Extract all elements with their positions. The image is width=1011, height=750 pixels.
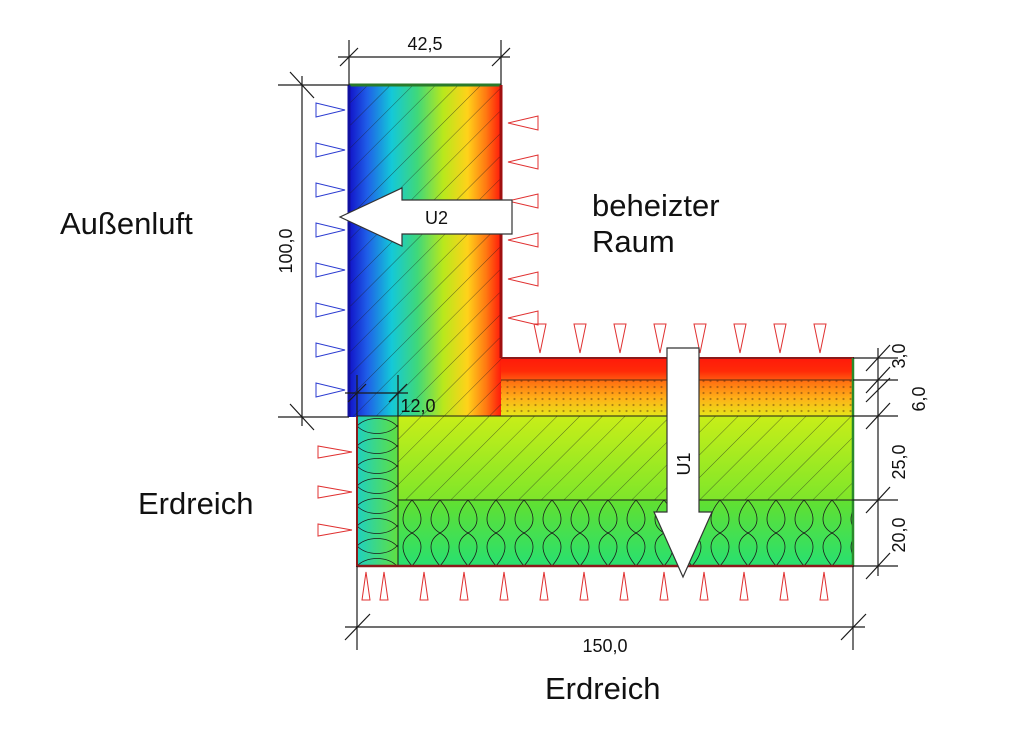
ground-bottom-marker bbox=[579, 571, 589, 601]
ground-bottom-marker bbox=[779, 571, 789, 601]
ground-bottom-marker bbox=[361, 571, 371, 601]
dim-total-width: 150,0 bbox=[582, 636, 627, 656]
outside-air-markers bbox=[315, 102, 346, 398]
room-floor-marker bbox=[693, 323, 707, 354]
ground-label-left: Erdreich bbox=[138, 486, 254, 521]
ground-bottom-marker bbox=[499, 571, 509, 601]
outside-air-marker bbox=[315, 302, 346, 318]
heated-room-label-line2: Raum bbox=[592, 223, 675, 259]
dim-screed: 3,0 bbox=[889, 343, 909, 368]
ground-label-bottom: Erdreich bbox=[545, 671, 661, 706]
wall-masonry-hatch bbox=[349, 85, 501, 417]
external-wall bbox=[347, 83, 503, 417]
outside-air-marker bbox=[315, 182, 346, 198]
dim-slab: 25,0 bbox=[889, 444, 909, 479]
room-wall-markers bbox=[507, 115, 539, 326]
dim-wall-height: 100,0 bbox=[276, 228, 296, 273]
ground-bottom-marker bbox=[699, 571, 709, 601]
outside-air-marker bbox=[315, 102, 346, 118]
room-wall-marker bbox=[507, 310, 539, 326]
floor-buildup bbox=[356, 357, 855, 568]
room-wall-marker bbox=[507, 271, 539, 287]
ground-bottom-marker bbox=[419, 571, 429, 601]
room-wall-marker bbox=[507, 232, 539, 248]
heated-room-label: beheizter Raum bbox=[592, 188, 720, 259]
ground-bottom-marker bbox=[379, 571, 389, 601]
ground-side-markers bbox=[317, 445, 353, 537]
ground-side-marker bbox=[317, 445, 353, 459]
room-floor-marker bbox=[613, 323, 627, 354]
room-wall-marker bbox=[507, 154, 539, 170]
ground-bottom-marker bbox=[539, 571, 549, 601]
heat-flow-arrow-wall: U2 bbox=[338, 187, 513, 247]
heat-flow-arrow-floor: U1 bbox=[653, 347, 713, 579]
room-floor-marker bbox=[573, 323, 587, 354]
room-floor-marker bbox=[773, 323, 787, 354]
dim-wall-thickness: 42,5 bbox=[407, 34, 442, 54]
dim-perimeter-insulation: 12,0 bbox=[400, 396, 435, 416]
ground-side-marker bbox=[317, 485, 353, 499]
heated-room-label-line1: beheizter bbox=[592, 188, 720, 223]
ground-side-marker bbox=[317, 523, 353, 537]
ground-bottom-marker bbox=[659, 571, 669, 601]
room-wall-marker bbox=[507, 115, 539, 131]
room-wall-marker bbox=[507, 193, 539, 209]
room-floor-marker bbox=[733, 323, 747, 354]
outside-air-marker bbox=[315, 382, 346, 398]
dimension-lines bbox=[278, 40, 898, 650]
ground-bottom-marker bbox=[819, 571, 829, 601]
dim-impact-insulation: 6,0 bbox=[909, 386, 929, 411]
room-floor-marker bbox=[653, 323, 667, 354]
arrow-label-wall: U2 bbox=[425, 208, 448, 228]
outside-air-marker bbox=[315, 262, 346, 278]
room-floor-marker bbox=[813, 323, 827, 354]
room-floor-marker bbox=[533, 323, 547, 354]
arrow-label-floor: U1 bbox=[674, 452, 694, 475]
ground-bottom-marker bbox=[459, 571, 469, 601]
ground-bottom-marker bbox=[619, 571, 629, 601]
outside-air-marker bbox=[315, 222, 346, 238]
ground-bottom-markers bbox=[361, 571, 829, 601]
outside-air-label: Außenluft bbox=[60, 206, 193, 241]
ground-bottom-marker bbox=[739, 571, 749, 601]
outside-air-marker bbox=[315, 142, 346, 158]
outside-air-marker bbox=[315, 342, 346, 358]
dim-base-insulation: 20,0 bbox=[889, 517, 909, 552]
room-floor-markers bbox=[533, 323, 827, 354]
